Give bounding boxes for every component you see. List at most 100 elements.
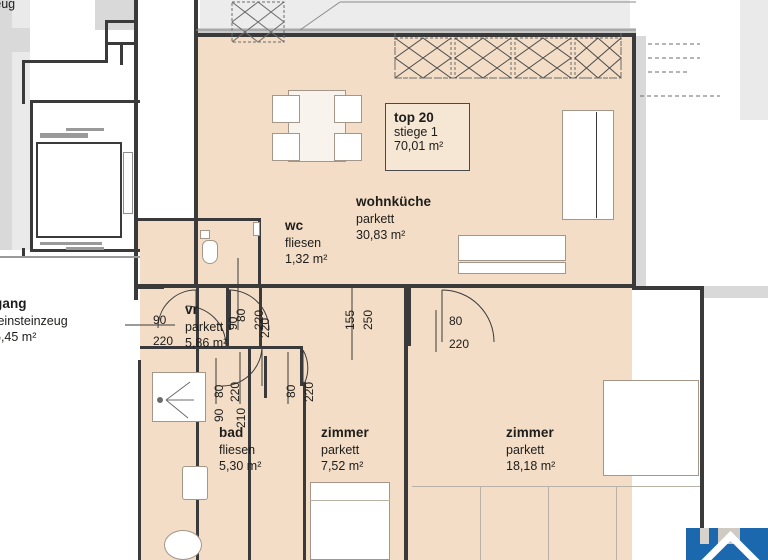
room-label-zimmer-small: zimmer parkett 7,52 m² <box>321 424 369 474</box>
lift-counterweight <box>123 152 133 214</box>
wall-stub-a <box>138 286 164 289</box>
wardrobe <box>562 110 614 220</box>
right-wall-band <box>700 286 768 298</box>
room-name: zimmer <box>321 425 369 440</box>
room-name: zimmer <box>506 425 554 440</box>
wall-bad-top <box>140 346 198 349</box>
room-name: gang <box>0 296 27 311</box>
wall-zimmer-top <box>250 346 302 349</box>
dining-chair-1 <box>272 95 300 123</box>
floor-grid-v3 <box>616 486 617 560</box>
wardrobe-divider <box>596 112 597 218</box>
landing-wall-d <box>105 20 135 23</box>
room-area: 5,30 m² <box>219 458 262 473</box>
room-area: 6,45 m² <box>0 329 37 344</box>
floor-grid-v1 <box>480 486 481 560</box>
door-leaf-wc <box>228 290 231 330</box>
bed-small-zimmer <box>310 482 390 560</box>
dim-bad-width: 80 <box>212 384 226 398</box>
dining-chair-4 <box>334 133 362 161</box>
wc-cistern <box>200 230 210 239</box>
room-material: parkett <box>321 442 360 457</box>
dim-vr-width: 90 <box>226 316 240 330</box>
grey-block-b <box>108 42 136 45</box>
lift-rail-top <box>40 133 88 138</box>
logo-chevron-icon <box>686 530 768 560</box>
wall-left-main <box>134 0 138 300</box>
room-label-wc: wc fliesen 1,32 m² <box>285 217 327 267</box>
dim-zimmer-big-height: 220 <box>449 337 470 351</box>
roof-band <box>200 0 630 30</box>
wall-right-outer <box>632 33 636 289</box>
lift-car-right <box>120 142 122 238</box>
wall-mid-left <box>138 284 408 288</box>
clipped-area: ² <box>0 12 15 28</box>
room-material: parkett <box>185 319 224 334</box>
sofa <box>458 235 566 261</box>
lift-rail-bottom <box>40 242 102 245</box>
wall-right-step <box>632 286 704 290</box>
wc-toilet <box>202 240 218 264</box>
room-material: parkett <box>506 442 545 457</box>
room-area: 1,32 m² <box>285 251 328 266</box>
wall-left-wohnkueche <box>194 36 198 222</box>
wall-zimmer-left <box>248 346 251 560</box>
landing-wall-a <box>22 60 25 104</box>
dining-chair-3 <box>272 133 300 161</box>
dim-vr-left-height: 220 <box>153 334 174 348</box>
dim-zimmer-small-height: 220 <box>302 381 316 402</box>
room-label-bad: bad fliesen 5,30 m² <box>219 424 261 474</box>
wall-zimmer-door-jamb <box>300 346 303 386</box>
clipped-label-top-left: zeug ² <box>0 0 15 29</box>
title-top: top 20 <box>394 110 434 125</box>
gang-lower <box>0 310 140 560</box>
wall-left-upper <box>194 0 198 36</box>
bed-grid-1 <box>310 500 390 501</box>
lift-door-top <box>36 142 122 144</box>
sofa-back <box>458 262 566 274</box>
wall-right-lower <box>700 286 704 560</box>
landing-wall-e <box>22 248 25 258</box>
grey-block-c <box>120 45 123 65</box>
title-stiege: stiege 1 <box>394 125 438 139</box>
room-area: 30,83 m² <box>356 227 406 242</box>
dim-bad-height: 220 <box>228 381 242 402</box>
floor-grid-h1 <box>412 486 700 487</box>
wc-floor <box>138 220 198 286</box>
wall-zimmer-small-left <box>303 382 306 560</box>
door-leaf-bad <box>264 356 267 398</box>
dim-wall-155: 155 <box>343 309 357 330</box>
floor-grid-v2 <box>548 486 549 560</box>
wall-wc-top2 <box>196 218 260 221</box>
company-logo[interactable] <box>686 528 768 560</box>
room-label-gang: gang feinsteinzeug 6,45 m² <box>0 295 68 345</box>
dim-wall-250: 250 <box>361 309 375 330</box>
dim-bad-door-w: 90 <box>212 408 226 422</box>
room-area: 18,18 m² <box>506 458 556 473</box>
room-area: 5,86 m² <box>185 335 228 350</box>
wall-wc-right <box>194 220 198 288</box>
wall-stub-d <box>408 288 411 346</box>
lift-wall-left <box>30 100 33 252</box>
room-label-vr: vr parkett 5,86 m² <box>185 301 227 351</box>
wall-zimmer-divider <box>404 288 408 560</box>
left-structure-band <box>0 0 12 300</box>
lift-rail-bottom2 <box>66 247 104 250</box>
lift-door-bottom <box>36 236 122 238</box>
dim-vr-left-width: 90 <box>153 313 167 327</box>
lift-car-left <box>36 142 38 238</box>
title-cartouche: top 20 stiege 1 70,01 m² <box>385 103 470 171</box>
left-wall-block <box>95 0 135 30</box>
wall-top-outer <box>196 33 636 37</box>
dim-zimmer-big-width: 80 <box>449 314 463 328</box>
room-material: fliesen <box>219 442 256 457</box>
room-material: fliesen <box>285 235 322 250</box>
wall-mid-right <box>408 284 636 288</box>
room-material: parkett <box>356 211 395 226</box>
clipped-material: zeug <box>0 0 16 11</box>
lift-wall-top <box>30 100 140 103</box>
bathtub <box>164 530 202 560</box>
room-name: bad <box>219 425 244 440</box>
landing-wall-c <box>105 20 108 63</box>
